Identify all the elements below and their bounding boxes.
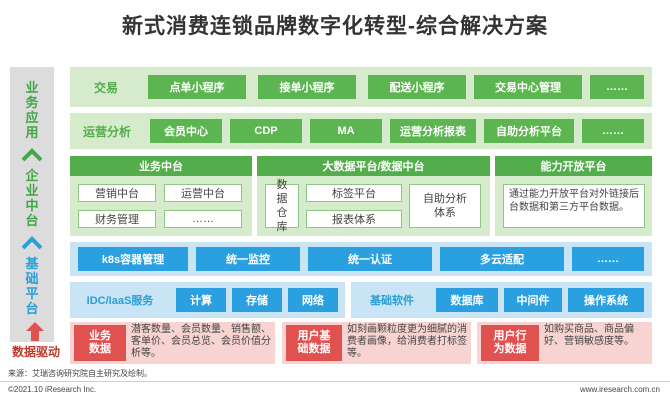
trade-item: 交易中心管理 <box>474 75 582 99</box>
capability-title: 能力开放平台 <box>495 156 652 176</box>
ops-item: CDP <box>230 119 302 143</box>
base-item: 多云适配 <box>440 247 564 271</box>
base-item: 统一监控 <box>196 247 300 271</box>
data-drive-text: 潜客数量、会员数量、销售额、客单价、会员总览、会员价值分析等。 <box>131 324 271 359</box>
iaas-item: 网络 <box>288 288 338 312</box>
data-drive-label: 用户基 础数据 <box>286 325 342 361</box>
arrow-up-icon <box>26 322 44 331</box>
footer-divider <box>0 381 670 382</box>
software-item: 操作系统 <box>568 288 644 312</box>
label-base-platform: 基础平台 <box>10 256 54 316</box>
bigdata-title: 大数据平台/数据中台 <box>257 156 490 176</box>
iaas-label: IDC/IaaS服务 <box>86 295 154 307</box>
data-drive-label: 业务 数据 <box>74 325 126 361</box>
layer-sidebar <box>10 67 54 342</box>
data-drive-label: 用户行 为数据 <box>481 325 539 361</box>
ops-item: MA <box>310 119 382 143</box>
bigdata-self-analysis: 自助分析体系 <box>409 184 481 228</box>
label-data-driven: 数据驱动 <box>11 345 60 359</box>
software-label-box: 基础软件 <box>355 288 429 312</box>
source-note: 来源：艾瑞咨询研究院自主研究及绘制。 <box>8 369 152 378</box>
label-enterprise-platform-text: 企业中台 <box>25 168 39 228</box>
label-business-app-text: 业务应用 <box>25 80 39 140</box>
ops-item: 运营分析报表 <box>390 119 476 143</box>
ops-label-box: 运营分析 <box>74 119 140 143</box>
iaas-item: 计算 <box>176 288 226 312</box>
footer-copyright: ©2021.10 iResearch Inc. <box>8 385 97 394</box>
base-item: 统一认证 <box>308 247 432 271</box>
ops-item: …… <box>582 119 644 143</box>
trade-label: 交易 <box>93 80 118 95</box>
business-middle-item: 财务管理 <box>78 210 156 228</box>
iaas-item: 存储 <box>232 288 282 312</box>
iaas-label-box: IDC/IaaS服务 <box>74 288 166 312</box>
label-enterprise-platform: 企业中台 <box>10 168 54 228</box>
trade-item: 点单小程序 <box>148 75 246 99</box>
bigdata-tag: 标签平台 <box>306 184 402 202</box>
software-item: 中间件 <box>504 288 562 312</box>
business-middle-item: …… <box>164 210 242 228</box>
bigdata-report: 报表体系 <box>306 210 402 228</box>
data-drive-text: 如购买商品、商品偏好、营销敏感度等。 <box>544 324 634 347</box>
business-middle-item: 运营中台 <box>164 184 242 202</box>
ops-label: 运营分析 <box>82 124 131 139</box>
business-middle-item: 营销中台 <box>78 184 156 202</box>
chevron-up-icon <box>10 236 54 250</box>
business-middle-title: 业务中台 <box>70 156 252 176</box>
trade-item: …… <box>590 75 644 99</box>
chevron-up-icon <box>10 148 54 162</box>
arrow-up-stem <box>31 331 39 341</box>
page-title: 新式消费连锁品牌数字化转型-综合解决方案 <box>122 15 548 38</box>
label-base-platform-text: 基础平台 <box>25 256 39 316</box>
base-item: k8s容器管理 <box>78 247 188 271</box>
software-item: 数据库 <box>436 288 498 312</box>
data-drive-text: 如刻画颗粒度更为细腻的消费者画像，给消费者打标签等。 <box>347 324 467 359</box>
base-item: …… <box>572 247 644 271</box>
trade-label-box: 交易 <box>74 75 138 99</box>
trade-item: 接单小程序 <box>258 75 356 99</box>
trade-item: 配送小程序 <box>368 75 466 99</box>
footer-website: www.iresearch.com.cn <box>579 385 660 394</box>
ops-item: 会员中心 <box>150 119 222 143</box>
ops-item: 自助分析平台 <box>484 119 574 143</box>
bigdata-warehouse: 数据仓库 <box>265 179 299 233</box>
label-business-app: 业务应用 <box>10 80 54 140</box>
capability-desc: 通过能力开放平台对外链接后台数据和第三方平台数据。 <box>503 184 645 228</box>
software-label: 基础软件 <box>370 295 414 307</box>
